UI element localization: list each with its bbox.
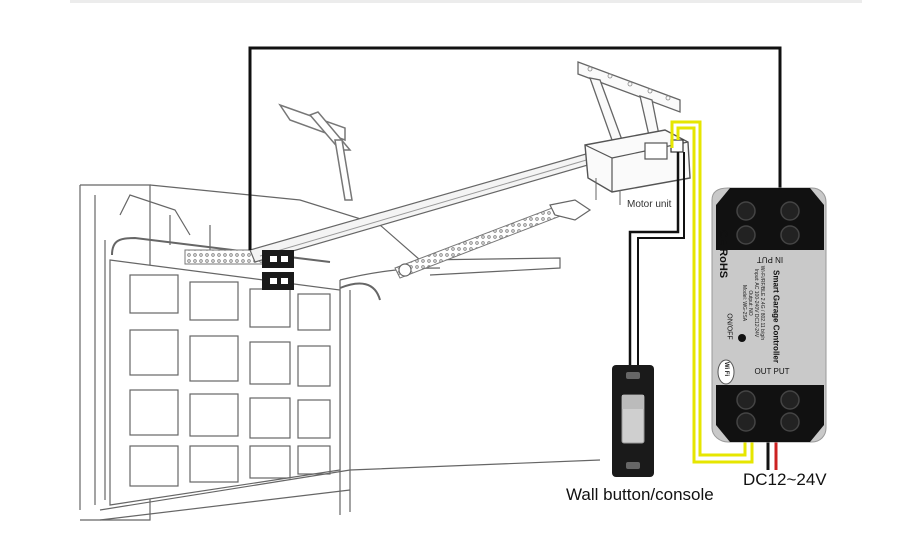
wire-yellow-a bbox=[670, 120, 747, 457]
controller-spec-4: Model: WG-2SA bbox=[741, 284, 747, 322]
wire-yellow-b bbox=[676, 126, 754, 464]
input-terminal-block bbox=[716, 188, 824, 250]
controller-output-label: OUT PUT bbox=[754, 367, 790, 376]
motor-ceiling-mount bbox=[577, 61, 681, 141]
wall-button-label: Wall button/console bbox=[566, 485, 714, 504]
controller-spec-2: Input: AC 100-240V DC12-24V bbox=[753, 268, 759, 338]
controller-switch-label: ON/OFF bbox=[725, 313, 733, 340]
motor-unit-label: Motor unit bbox=[627, 199, 672, 210]
smart-garage-controller bbox=[711, 187, 827, 443]
wall-button-console bbox=[612, 365, 654, 477]
on-off-button bbox=[738, 334, 746, 342]
output-terminal-block bbox=[716, 385, 824, 442]
ceiling-bracket-left bbox=[278, 103, 353, 201]
drive-chain bbox=[394, 199, 592, 279]
controller-title: Smart Garage Controller bbox=[771, 270, 781, 363]
door-sensor-terminal bbox=[262, 250, 294, 290]
power-supply-label: DC12~24V bbox=[743, 470, 827, 489]
wire-black-button bbox=[628, 152, 680, 368]
garage-door bbox=[109, 236, 381, 506]
controller-cert-mark: CE RoHS bbox=[717, 229, 729, 279]
controller-spec-3: Output: NO bbox=[747, 290, 753, 316]
wiring bbox=[248, 46, 782, 470]
top-divider bbox=[70, 0, 862, 3]
wifi-icon bbox=[717, 359, 735, 385]
motor-unit bbox=[584, 129, 691, 205]
wire-black-button-2 bbox=[637, 152, 685, 368]
controller-wifi-mark: Wi Fi bbox=[723, 361, 729, 377]
wire-black-main bbox=[248, 46, 782, 250]
garage-structure bbox=[79, 184, 601, 521]
controller-spec-1: Wi-Fi/RF/BLE 2.4G / 802.11 b/g/n bbox=[759, 265, 765, 341]
